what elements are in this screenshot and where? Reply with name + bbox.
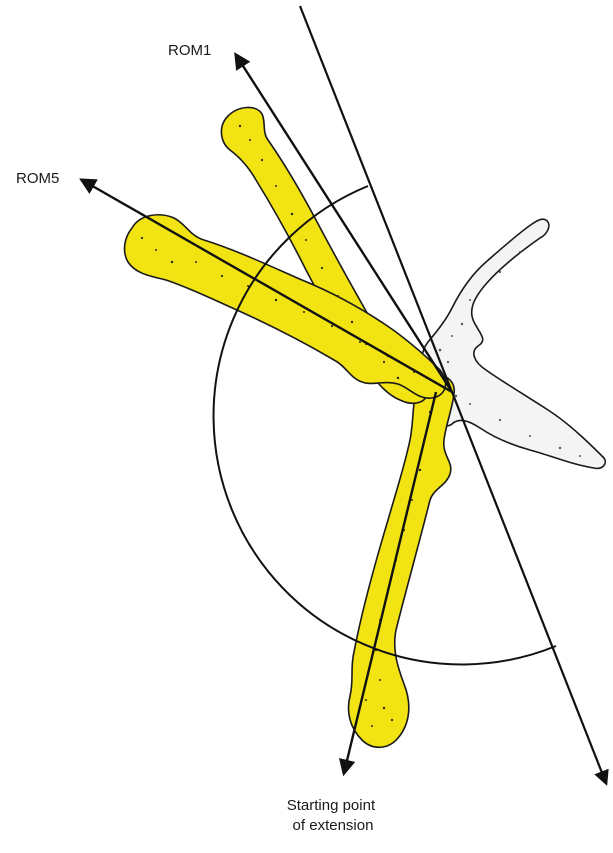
starting-point-label-line1: Starting point	[287, 797, 376, 814]
rom5-label: ROM5	[16, 170, 59, 187]
pelvic-reference-line	[300, 6, 606, 783]
starting-point-label: Starting point of extension	[287, 797, 380, 834]
rom5-axis-arrow	[82, 180, 452, 392]
rom1-label: ROM1	[168, 42, 211, 59]
pelvis-bone	[422, 219, 605, 468]
starting-point-label-line2: of extension	[293, 817, 374, 834]
